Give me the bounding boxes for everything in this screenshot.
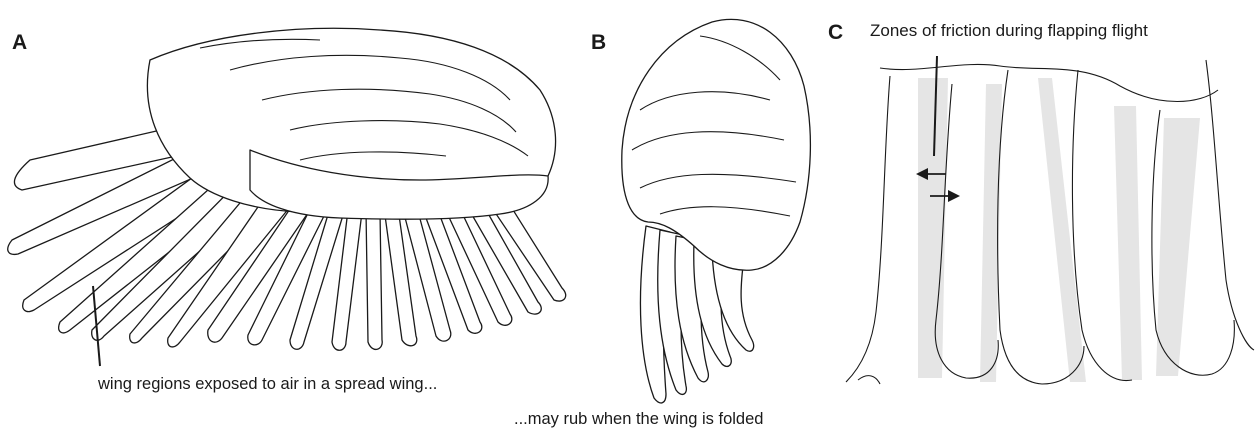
panel-c-friction-zones: [846, 56, 1254, 384]
panel-a-spread-wing: [8, 28, 566, 366]
panel-a-caption: wing regions exposed to air in a spread …: [98, 376, 437, 393]
panel-b-caption: ...may rub when the wing is folded: [514, 411, 763, 428]
panel-b-letter: B: [591, 32, 606, 53]
friction-zone: [1156, 118, 1200, 376]
friction-zone: [1114, 106, 1142, 380]
covert-feathers: [147, 28, 555, 219]
panel-c-letter: C: [828, 22, 843, 43]
panel-b-folded-wing: [622, 19, 811, 403]
friction-zone: [1038, 78, 1086, 382]
friction-zone: [980, 84, 1002, 382]
panel-a-letter: A: [12, 32, 27, 53]
friction-zone: [918, 78, 948, 378]
panel-c-title: Zones of friction during flapping flight: [870, 22, 1148, 39]
